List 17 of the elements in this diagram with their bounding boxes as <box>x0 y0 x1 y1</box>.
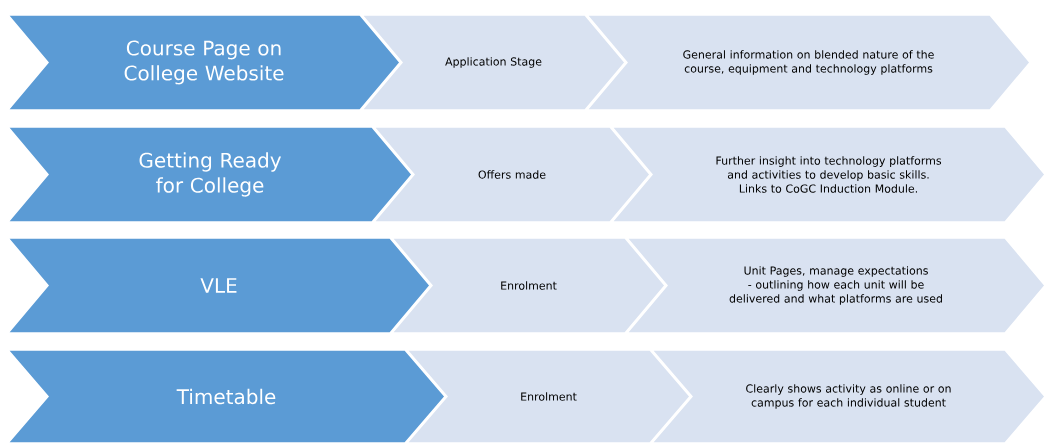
process-box: Timetable <box>6 349 446 443</box>
process-box: General information on blended nature of the course, equipment and technology platforms <box>585 14 1031 111</box>
process-box: Course Page on College Website <box>6 14 401 111</box>
process-box: Application Stage <box>360 14 626 111</box>
process-box: Enrolment <box>405 349 691 443</box>
node-label: Clearly shows activity as online or on campus for each individual student <box>746 384 951 409</box>
process-box: Getting Ready for College <box>6 126 413 223</box>
process-box: Enrolment <box>390 237 666 334</box>
process-box: Unit Pages, manage expectations - outlining how each unit will be delivered and what platforms are used <box>625 237 1046 334</box>
node-label: Unit Pages, manage expectations - outlining how each unit will be delivered and what platforms are used <box>729 266 942 305</box>
process-box: Offers made <box>372 126 651 223</box>
node-label: Enrolment <box>521 392 577 401</box>
process-box: VLE <box>6 237 431 334</box>
process-box: Clearly shows activity as online or on campus for each individual student <box>650 349 1046 443</box>
process-box: Further insight into technology platforms and activities to develop basic skills. Links to CoGC Induction Module. <box>610 126 1046 223</box>
node-label: General information on blended nature of the course, equipment and technology platforms <box>683 50 934 75</box>
node-label: Further insight into technology platforms and activities to develop basic skills. Links to CoGC Induction Module. <box>716 156 942 193</box>
